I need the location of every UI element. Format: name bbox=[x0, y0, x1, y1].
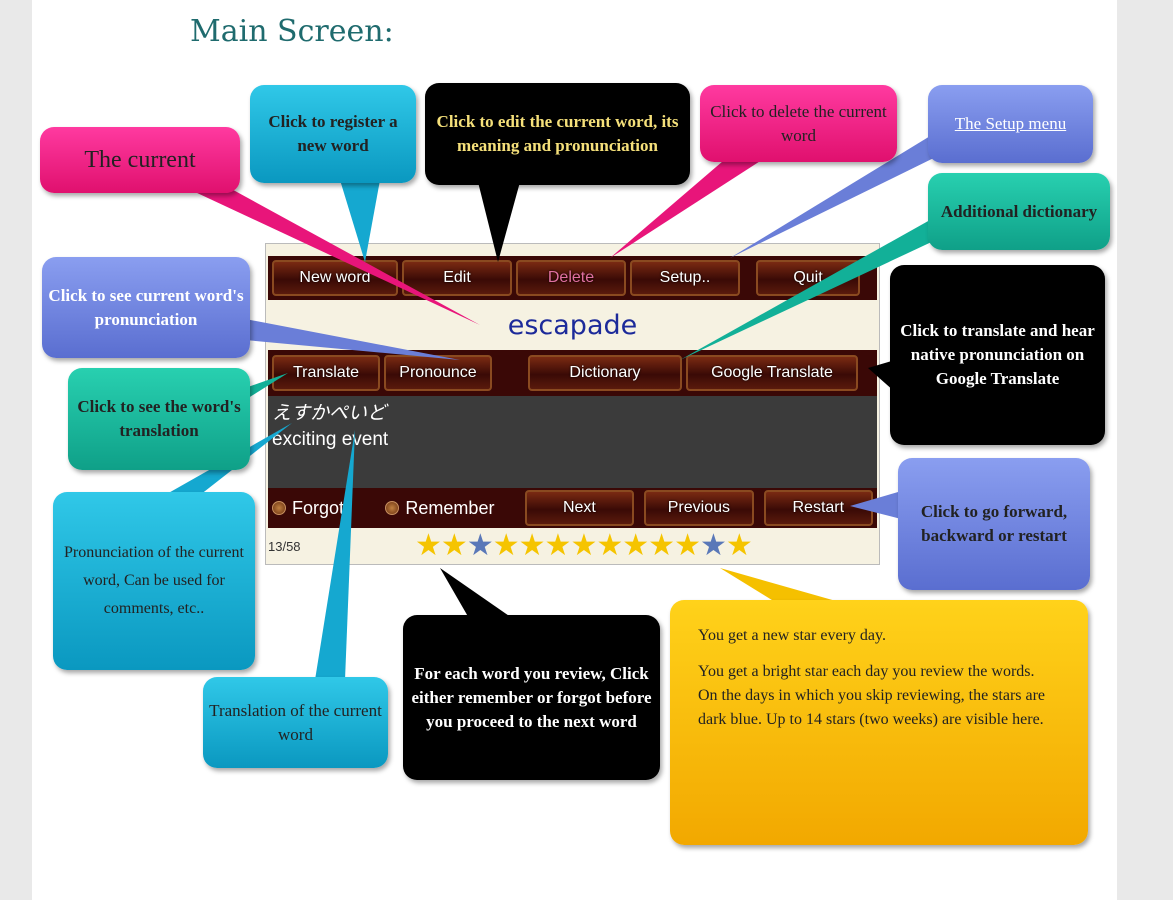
translation-text[interactable]: exciting event bbox=[272, 429, 389, 450]
setup-button[interactable]: Setup.. bbox=[630, 260, 740, 296]
stars-note-1: You get a new star every day. bbox=[698, 627, 886, 644]
pointer-nav bbox=[850, 490, 905, 520]
translate-button[interactable]: Translate bbox=[272, 355, 380, 391]
callout-dictionary: Additional dictionary bbox=[928, 173, 1110, 250]
callout-edit: Click to edit the current word, its mean… bbox=[425, 83, 690, 185]
edit-button[interactable]: Edit bbox=[402, 260, 512, 296]
bright-star-icon: ★ bbox=[415, 529, 442, 562]
word-details-area[interactable]: えすかぺいど exciting event bbox=[268, 396, 877, 488]
pointer-current bbox=[180, 180, 480, 325]
current-word: escapade bbox=[507, 310, 638, 341]
callout-translate: Click to see the word's translation bbox=[68, 368, 250, 470]
remember-label: Remember bbox=[405, 497, 495, 518]
pointer-delete bbox=[610, 155, 765, 258]
stars-note-2: You get a bright star each day you revie… bbox=[698, 663, 1035, 680]
bright-star-icon: ★ bbox=[440, 529, 468, 562]
review-toolbar: Forgot Remember Next Previous Restart bbox=[268, 488, 877, 528]
google-translate-button[interactable]: Google Translate bbox=[686, 355, 858, 391]
bright-star-icon: ★ bbox=[492, 529, 520, 562]
bright-star-icon: ★ bbox=[570, 529, 598, 562]
callout-google: Click to translate and hear native pronu… bbox=[890, 265, 1105, 445]
dictionary-button[interactable]: Dictionary bbox=[528, 355, 682, 391]
bright-star-icon: ★ bbox=[518, 529, 546, 562]
pointer-pronounce bbox=[240, 318, 460, 360]
callout-delete: Click to delete the current word bbox=[700, 85, 897, 162]
new-word-button[interactable]: New word bbox=[272, 260, 398, 296]
pointer-setup bbox=[730, 130, 950, 258]
pointer-remember bbox=[440, 568, 515, 620]
pronunciation-text[interactable]: えすかぺいど bbox=[272, 403, 387, 424]
restart-button[interactable]: Restart bbox=[763, 490, 874, 526]
next-button[interactable]: Next bbox=[524, 490, 635, 526]
page-title: Main Screen: bbox=[190, 14, 394, 49]
top-toolbar: New word Edit Delete Setup.. Quit bbox=[268, 256, 877, 300]
bright-star-icon: ★ bbox=[674, 529, 701, 562]
pointer-stars bbox=[720, 568, 850, 605]
blue-star-icon: ★ bbox=[466, 529, 494, 562]
callout-pronounce: Click to see current word's pronunciatio… bbox=[42, 257, 250, 358]
pointer-google bbox=[868, 360, 895, 392]
callout-current-word: The current bbox=[40, 127, 240, 193]
stars-note-3: On the days in which you skip reviewing,… bbox=[698, 687, 1046, 728]
pointer-dictionary bbox=[680, 220, 940, 360]
bright-star-icon: ★ bbox=[622, 529, 650, 562]
blue-star-icon: ★ bbox=[699, 529, 727, 562]
pointer-trans-field bbox=[315, 430, 355, 680]
bright-star-icon: ★ bbox=[648, 529, 676, 562]
previous-button[interactable]: Previous bbox=[644, 490, 754, 526]
callout-navigation: Click to go forward, backward or restart bbox=[898, 458, 1090, 590]
bright-star-icon: ★ bbox=[725, 529, 753, 562]
forgot-radio[interactable]: Forgot bbox=[272, 498, 381, 519]
bright-star-icon: ★ bbox=[596, 529, 624, 562]
status-bar: 13/58 ★★★★★★★★★★★★★ bbox=[268, 528, 877, 564]
callout-stars: You get a new star every day. You get a … bbox=[670, 600, 1088, 845]
bright-star-icon: ★ bbox=[544, 529, 572, 562]
forgot-label: Forgot bbox=[292, 497, 345, 518]
callout-register: Click to register a new word bbox=[250, 85, 416, 183]
word-counter: 13/58 bbox=[268, 538, 301, 554]
pronounce-button[interactable]: Pronounce bbox=[384, 355, 492, 391]
delete-button[interactable]: Delete bbox=[516, 260, 626, 296]
callout-remember: For each word you review, Click either r… bbox=[403, 615, 660, 780]
star-strip: ★★★★★★★★★★★★★ bbox=[415, 529, 753, 562]
pointer-edit bbox=[478, 182, 520, 262]
callout-pronunciation-field: Pronunciation of the current word, Can b… bbox=[53, 492, 255, 670]
app-window: New word Edit Delete Setup.. Quit escapa… bbox=[265, 243, 880, 565]
remember-radio[interactable]: Remember bbox=[385, 498, 520, 519]
radio-icon bbox=[272, 501, 286, 515]
pointer-register bbox=[340, 180, 380, 262]
action-toolbar: Translate Pronounce Dictionary Google Tr… bbox=[268, 350, 877, 396]
pointer-translate bbox=[245, 373, 288, 400]
callout-translation-field: Translation of the current word bbox=[203, 677, 388, 768]
callout-setup-link[interactable]: The Setup menu bbox=[928, 85, 1093, 163]
radio-icon bbox=[385, 501, 400, 515]
